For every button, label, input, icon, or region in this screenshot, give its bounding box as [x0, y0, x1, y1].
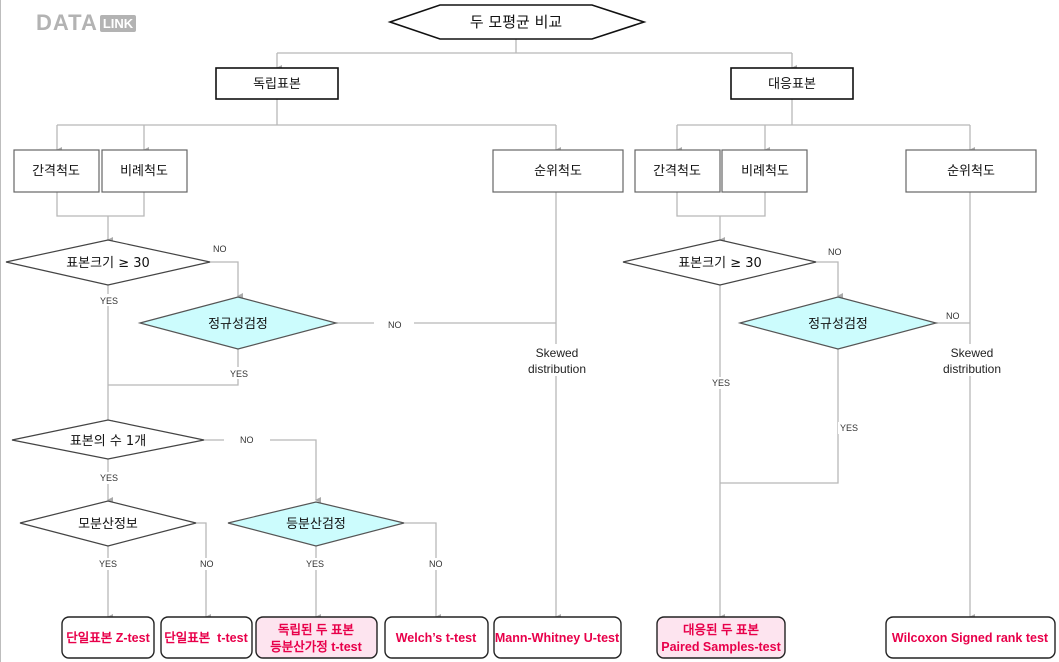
label-no-size-right: NO	[828, 247, 842, 257]
ordinal-scale-left-node[interactable]: 순위척도	[492, 149, 624, 193]
label-no-pop-variance: NO	[200, 559, 214, 569]
paired-samples-node[interactable]: 대응표본	[730, 67, 854, 100]
title-node[interactable]: 두 모평균 비교	[387, 4, 647, 40]
result-z-test-text: 단일표본 Z-test	[66, 630, 150, 645]
label-yes-size-left: YES	[100, 296, 118, 306]
result-independent-t-test[interactable]: 독립된 두 표본 등분산가정 t-test	[255, 616, 378, 659]
connector-left-normality-yes	[108, 349, 239, 386]
num-samples-decision[interactable]: 표본의 수 1개	[11, 419, 205, 460]
result-wilcoxon-text: Wilcoxon Signed rank test	[892, 631, 1049, 645]
label-no-normality-left: NO	[388, 320, 402, 330]
connector-right-size-no	[816, 261, 843, 299]
branch-labels: NO YES YES NO Skewed distribution NO YES…	[98, 244, 1008, 570]
datalink-logo: DATA LINK	[36, 10, 137, 36]
label-no-equal-variance: NO	[429, 559, 443, 569]
ordinal-scale-right-node[interactable]: 순위척도	[905, 149, 1037, 193]
connector-equal-variance-no	[404, 522, 441, 620]
equal-variance-text: 등분산검정	[286, 517, 346, 532]
result-mann-whitney-text: Mann-Whitney U-test	[495, 631, 620, 645]
independent-samples-label: 독립표본	[253, 77, 301, 92]
label-yes-normality-right: YES	[840, 423, 858, 433]
result-mann-whitney[interactable]: Mann-Whitney U-test	[493, 616, 622, 659]
pop-variance-decision[interactable]: 모분산정보	[19, 500, 197, 547]
skewed-label-left-2: distribution	[528, 362, 586, 376]
normality-left-text: 정규성검정	[208, 317, 268, 332]
connector-paired-split	[677, 99, 970, 126]
paired-samples-label: 대응표본	[768, 77, 816, 92]
ratio-scale-right-label: 비례척도	[741, 164, 789, 179]
ordinal-scale-left-label: 순위척도	[534, 164, 582, 179]
normality-decision-left[interactable]: 정규성검정	[137, 296, 339, 350]
ratio-scale-left-node[interactable]: 비례척도	[101, 149, 188, 193]
sample-size-right-text: 표본크기 ≥ 30	[678, 256, 762, 271]
result-t-test-text: 단일표본 t-test	[164, 630, 248, 645]
result-indep-line1: 독립된 두 표본	[278, 622, 354, 637]
label-no-normality-right: NO	[946, 311, 960, 321]
result-wilcoxon[interactable]: Wilcoxon Signed rank test	[885, 616, 1056, 659]
label-yes-pop-variance: YES	[99, 559, 117, 569]
normality-decision-right[interactable]: 정규성검정	[737, 296, 939, 350]
connector-title-split	[277, 39, 792, 54]
connector-pop-variance-no	[196, 522, 211, 620]
connector-right-scales-merge	[676, 192, 766, 240]
num-samples-text: 표본의 수 1개	[70, 434, 146, 449]
result-one-sample-z-test[interactable]: 단일표본 Z-test	[61, 616, 155, 659]
title-text: 두 모평균 비교	[470, 13, 562, 31]
connector-independent-split	[57, 99, 556, 126]
label-no-size-left: NO	[213, 244, 227, 254]
skewed-label-right-2: distribution	[943, 362, 1001, 376]
interval-scale-right-label: 간격척도	[653, 164, 701, 179]
equal-variance-decision[interactable]: 등분산검정	[227, 501, 405, 547]
interval-scale-left-node[interactable]: 간격척도	[13, 149, 100, 193]
ordinal-scale-right-label: 순위척도	[947, 164, 995, 179]
label-yes-num-samples: YES	[100, 473, 118, 483]
frame-border	[0, 0, 1, 662]
result-paired-line2: Paired Samples-test	[661, 640, 781, 654]
logo-data-text: DATA	[36, 10, 98, 35]
connector-num-samples-no	[204, 439, 321, 503]
label-no-num-samples: NO	[240, 435, 254, 445]
skewed-label-right-1: Skewed	[951, 346, 994, 360]
label-yes-size-right: YES	[712, 378, 730, 388]
result-indep-line2: 등분산가정 t-test	[270, 639, 362, 654]
connectors	[56, 39, 975, 620]
sample-size-left-text: 표본크기 ≥ 30	[66, 256, 150, 271]
label-yes-equal-variance: YES	[306, 559, 324, 569]
ratio-scale-right-node[interactable]: 비례척도	[721, 149, 808, 193]
interval-scale-right-node[interactable]: 간격척도	[634, 149, 721, 193]
pop-variance-text: 모분산정보	[78, 517, 138, 532]
result-paired-line1: 대응된 두 표본	[683, 622, 759, 637]
label-yes-normality-left: YES	[230, 369, 248, 379]
logo-link-text: LINK	[99, 14, 137, 32]
result-paired-samples-test[interactable]: 대응된 두 표본 Paired Samples-test	[656, 616, 786, 659]
connector-right-normality-yes	[720, 349, 839, 484]
sample-size-decision-left[interactable]: 표본크기 ≥ 30	[5, 239, 211, 286]
result-one-sample-t-test[interactable]: 단일표본 t-test	[160, 616, 253, 659]
independent-samples-node[interactable]: 독립표본	[215, 67, 339, 100]
connector-left-scales-merge	[56, 192, 145, 240]
connector-left-size-no	[210, 261, 243, 299]
interval-scale-left-label: 간격척도	[32, 164, 80, 179]
ratio-scale-left-label: 비례척도	[120, 164, 168, 179]
sample-size-decision-right[interactable]: 표본크기 ≥ 30	[622, 239, 817, 286]
result-welch-t-test[interactable]: Welch’s t-test	[384, 616, 489, 659]
skewed-label-left-1: Skewed	[536, 346, 579, 360]
normality-right-text: 정규성검정	[808, 317, 868, 332]
result-welch-text: Welch’s t-test	[396, 631, 477, 645]
